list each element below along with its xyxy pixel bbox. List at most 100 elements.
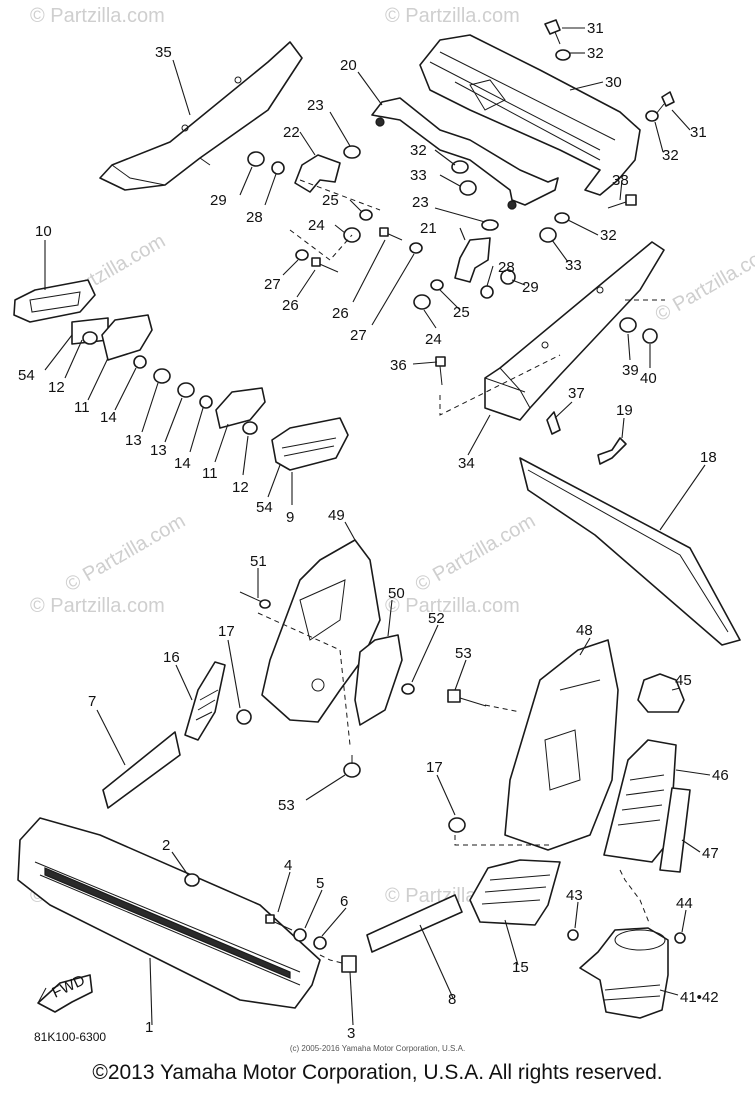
part-9-reflector xyxy=(271,417,349,471)
fwd-arrow-icon: FWD xyxy=(37,972,93,1013)
copyright-footer: ©2013 Yamaha Motor Corporation, U.S.A. A… xyxy=(92,1061,663,1084)
callout-26: 26 xyxy=(282,297,299,314)
callout-54: 54 xyxy=(256,499,273,516)
callout-43: 43 xyxy=(566,887,583,904)
hardware-group xyxy=(247,19,675,465)
callout-31: 31 xyxy=(587,20,604,37)
watermark: © Partzilla.com xyxy=(30,5,165,27)
callout-34: 34 xyxy=(458,455,475,472)
watermark: © Partzilla.com xyxy=(652,240,755,326)
part-2-fastener xyxy=(184,873,200,887)
callout-53: 53 xyxy=(278,797,295,814)
callout-1: 1 xyxy=(145,1019,153,1036)
part-41-42-horn xyxy=(579,927,669,1019)
callout-5: 5 xyxy=(316,875,324,892)
part-1-front-cover xyxy=(17,817,321,1009)
part-20-bracket xyxy=(371,97,559,210)
callout-15: 15 xyxy=(512,959,529,976)
watermark: © Partzilla.com xyxy=(385,5,520,27)
part-12-right xyxy=(242,421,258,435)
callout-10: 10 xyxy=(35,223,52,240)
callout-24: 24 xyxy=(425,331,442,348)
callout-11: 11 xyxy=(202,465,218,482)
callout-24: 24 xyxy=(308,217,325,234)
callout-17: 17 xyxy=(426,759,443,776)
part-3-clip xyxy=(341,955,357,973)
callout-29: 29 xyxy=(210,192,227,209)
callout-45: 45 xyxy=(675,672,692,689)
callout-22: 22 xyxy=(283,124,300,141)
part-18-panel xyxy=(519,457,741,646)
callout-46: 46 xyxy=(712,767,729,784)
part-45-cap xyxy=(637,673,685,713)
callout-48: 48 xyxy=(576,622,593,639)
callout-28: 28 xyxy=(246,209,263,226)
callout-27: 27 xyxy=(350,327,367,344)
callout-23: 23 xyxy=(412,194,429,211)
part-51-screw xyxy=(239,591,271,609)
part-43-clip xyxy=(567,929,579,941)
part-53-bolt-lower xyxy=(343,755,361,778)
callout-28: 28 xyxy=(498,259,515,276)
part-50-bracket xyxy=(354,634,403,726)
diagram-code: 81K100-6300 xyxy=(34,1030,107,1044)
callout-39: 39 xyxy=(622,362,639,379)
part-15-grille xyxy=(469,859,561,926)
callout-8: 8 xyxy=(448,991,456,1008)
part-17-grommet xyxy=(236,709,252,725)
callout-38: 38 xyxy=(612,172,629,189)
part-53-bolt-upper xyxy=(447,689,487,707)
callout-41-42: 41•42 xyxy=(680,989,719,1006)
callout-9: 9 xyxy=(286,509,294,526)
callout-47: 47 xyxy=(702,845,719,862)
watermark: © Partzilla.com xyxy=(412,510,540,596)
callout-32: 32 xyxy=(662,147,679,164)
callout-17: 17 xyxy=(218,623,235,640)
part-34-side-cover xyxy=(484,241,665,421)
callout-2: 2 xyxy=(162,837,170,854)
part-48-inner-panel xyxy=(504,639,619,851)
part-22-bracket xyxy=(294,154,341,193)
callout-23: 23 xyxy=(307,97,324,114)
part-46-grille xyxy=(603,739,677,863)
callout-14: 14 xyxy=(100,409,117,426)
callout-32: 32 xyxy=(587,45,604,62)
callout-50: 50 xyxy=(388,585,405,602)
callout-labels: 35 20 31 32 30 31 32 23 22 29 28 32 33 3… xyxy=(18,20,729,1042)
callout-25: 25 xyxy=(453,304,470,321)
part-13-14-washers xyxy=(133,355,213,409)
part-7-stripe xyxy=(102,731,181,809)
callout-14: 14 xyxy=(174,455,191,472)
callout-44: 44 xyxy=(676,895,693,912)
callout-18: 18 xyxy=(700,449,717,466)
callout-6: 6 xyxy=(340,893,348,910)
part-47-label xyxy=(659,787,691,873)
part-49-inner-panel xyxy=(261,539,381,723)
callout-32: 32 xyxy=(600,227,617,244)
part-52-washer xyxy=(401,683,415,695)
part-10-reflector xyxy=(13,279,96,323)
callout-19: 19 xyxy=(616,402,633,419)
callout-20: 20 xyxy=(340,57,357,74)
callout-30: 30 xyxy=(605,74,622,91)
callout-25: 25 xyxy=(322,192,339,209)
part-16-grille xyxy=(184,661,226,741)
callout-54: 54 xyxy=(18,367,35,384)
callout-27: 27 xyxy=(264,276,281,293)
part-44-clip xyxy=(674,932,686,944)
callout-7: 7 xyxy=(88,693,96,710)
part-35-side-cover xyxy=(99,41,303,191)
callout-53: 53 xyxy=(455,645,472,662)
small-copyright: (c) 2005-2016 Yamaha Motor Corporation, … xyxy=(289,1044,466,1053)
leader-lines xyxy=(44,27,711,1026)
callout-21: 21 xyxy=(420,220,437,237)
callout-11: 11 xyxy=(74,399,90,416)
part-21-bracket xyxy=(454,237,491,283)
callout-3: 3 xyxy=(347,1025,355,1042)
callout-51: 51 xyxy=(250,553,267,570)
callout-37: 37 xyxy=(568,385,585,402)
callout-33: 33 xyxy=(410,167,427,184)
callout-4: 4 xyxy=(284,857,292,874)
